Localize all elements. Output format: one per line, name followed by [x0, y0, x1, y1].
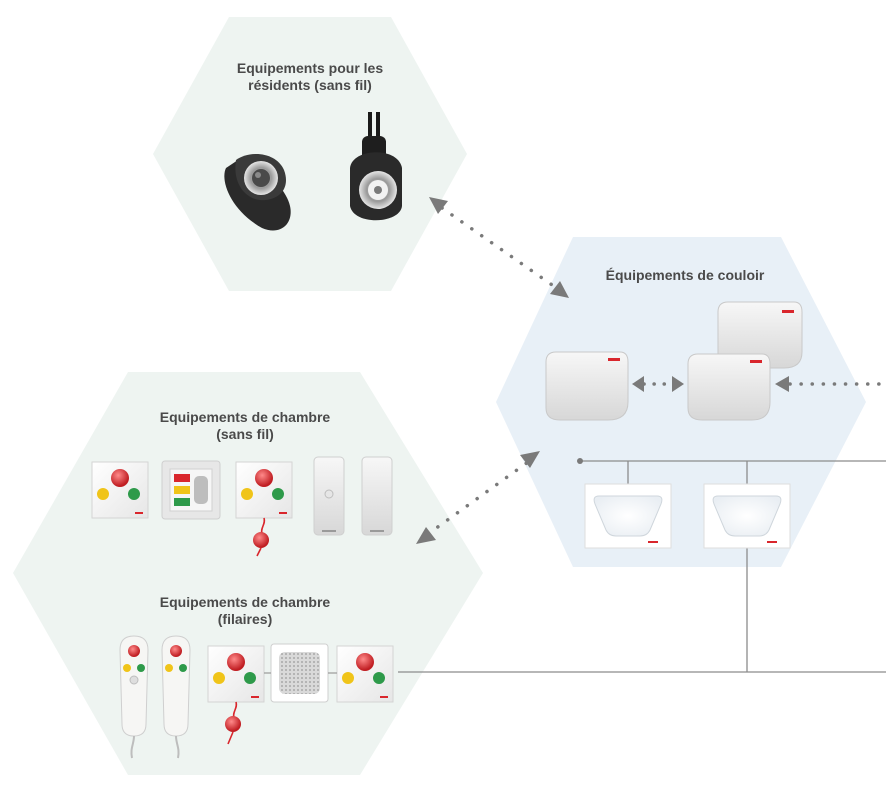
wireless-link-corridor-units	[632, 376, 684, 392]
hexagon-residents	[153, 17, 467, 291]
wireless-link-external	[775, 376, 886, 392]
status-panel-icon	[161, 460, 221, 520]
bus-junction	[577, 458, 583, 464]
call-panel-with-cord-icon	[235, 461, 293, 557]
call-panel-with-cord-icon	[207, 645, 265, 745]
room-wired-title: Equipements de chambre (filaires)	[140, 594, 350, 628]
wireless-detector-icon	[313, 456, 345, 536]
room-wireless-title: Equipements de chambre (sans fil)	[140, 409, 350, 443]
room-wired-title-line1: Equipements de chambre	[159, 594, 331, 610]
corridor-title-text: Équipements de couloir	[605, 267, 765, 283]
call-panel-icon	[336, 645, 394, 703]
corridor-repeater-icon	[687, 353, 771, 421]
residents-title-line2: résidents (sans fil)	[248, 77, 372, 93]
wrist-transmitter-icon	[224, 154, 291, 231]
corridor-light-icon	[584, 483, 672, 549]
intercom-speaker-icon	[270, 643, 329, 703]
room-wireless-title-line1: Equipements de chambre	[159, 409, 331, 425]
room-wireless-title-line2: (sans fil)	[216, 426, 274, 442]
bed-handset-icon	[119, 635, 149, 759]
residents-title: Equipements pour les résidents (sans fil…	[220, 60, 400, 94]
wired-bus	[398, 460, 886, 673]
residents-title-line1: Equipements pour les	[236, 60, 384, 76]
corridor-light-icon	[703, 483, 791, 549]
wireless-link-room	[416, 451, 540, 544]
call-panel-icon	[91, 461, 149, 519]
bed-handset-icon	[161, 635, 191, 759]
wireless-transmitter-icon	[361, 456, 393, 536]
corridor-title: Équipements de couloir	[590, 267, 780, 284]
wireless-link-residents	[429, 197, 569, 298]
room-wired-title-line2: (filaires)	[217, 611, 273, 627]
pendant-transmitter-icon	[350, 112, 402, 221]
corridor-repeater-icon	[545, 351, 629, 421]
